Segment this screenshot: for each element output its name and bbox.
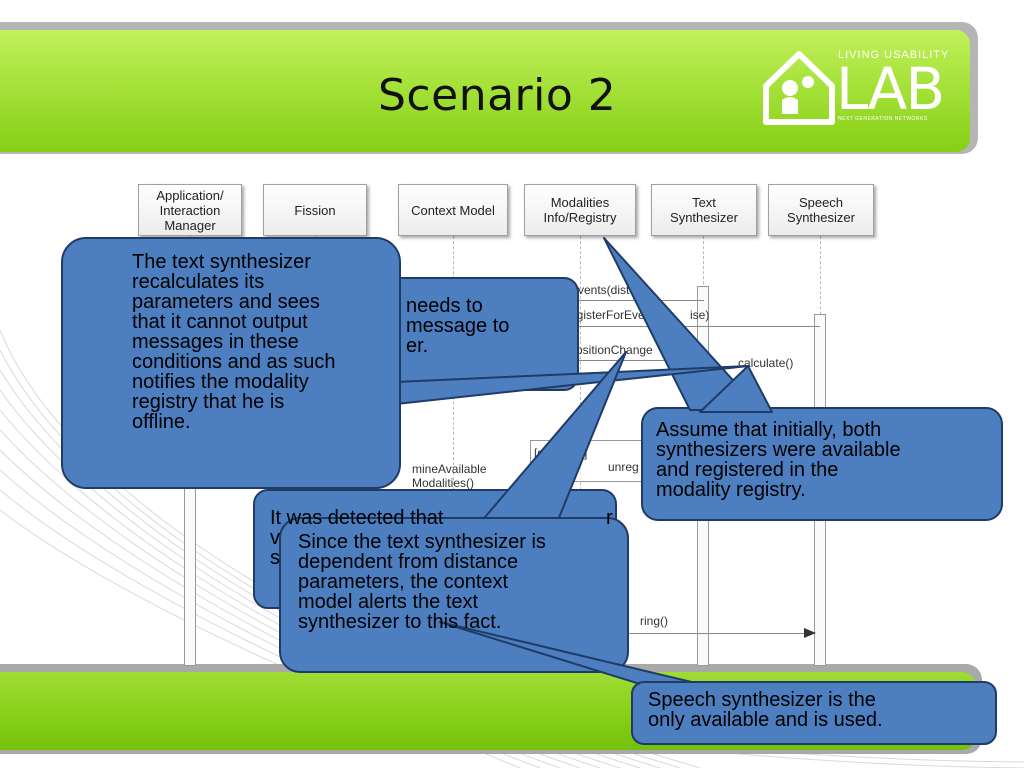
participant-app: Application/ Interaction Manager — [138, 184, 242, 236]
callout-text-synth-text: The text synthesizer recalculates its pa… — [132, 251, 336, 433]
participant-registry: Modalities Info/Registry — [524, 184, 636, 236]
slide-title: Scenario 2 — [378, 70, 617, 121]
message-label: mineAvailable — [412, 462, 487, 476]
header-bar — [0, 30, 970, 152]
logo-sub-text: NEXT GENERATION NETWORKS — [838, 116, 928, 122]
logo-word: LAB — [836, 55, 945, 123]
message-label: Events(dist — [570, 283, 630, 297]
callout-since-text: Since the text synthesizer is dependent … — [298, 531, 546, 633]
callout-detected-fragment: v — [270, 527, 280, 549]
callout-box-text-synth — [61, 237, 401, 489]
message-line — [620, 633, 810, 634]
living-usability-lab-logo: LIVING USABILITY LAB NEXT GENERATION NET… — [760, 46, 965, 132]
house-icon — [763, 51, 835, 125]
callout-detected-fragment: s — [270, 547, 280, 569]
callout-detected-fragment: r — [606, 507, 613, 529]
message-label: unreg — [608, 460, 639, 474]
participant-fission: Fission — [263, 184, 367, 236]
callout-box-since — [279, 517, 629, 673]
lifeline-context — [453, 236, 454, 666]
callout-box-speech — [631, 681, 997, 745]
message-line — [576, 360, 704, 361]
arrowhead-icon — [804, 628, 816, 638]
message-label: calculate() — [738, 356, 794, 370]
message-line — [576, 326, 820, 327]
callout-speech-text: Speech synthesizer is the only available… — [648, 689, 883, 731]
participant-context: Context Model — [398, 184, 508, 236]
callout-pointer-assume-text — [699, 365, 773, 413]
callout-detected-text: It was detected that — [270, 507, 444, 529]
message-label: egisterForEve — [570, 308, 645, 322]
message-label: Modalities() — [412, 476, 475, 490]
callout-box-assume — [641, 407, 1003, 521]
callout-hidden-back-text: needs to message to er. — [406, 295, 510, 357]
callout-assume-text: Assume that initially, both synthesizers… — [656, 419, 901, 501]
message-label: ositionChange — [576, 343, 653, 357]
message-label: ring() — [640, 614, 669, 628]
participant-speech: Speech Synthesizer — [768, 184, 874, 236]
logo-top-text: LIVING USABILITY — [838, 49, 950, 61]
participant-text: Text Synthesizer — [651, 184, 757, 236]
message-label: ise) — [690, 308, 710, 322]
